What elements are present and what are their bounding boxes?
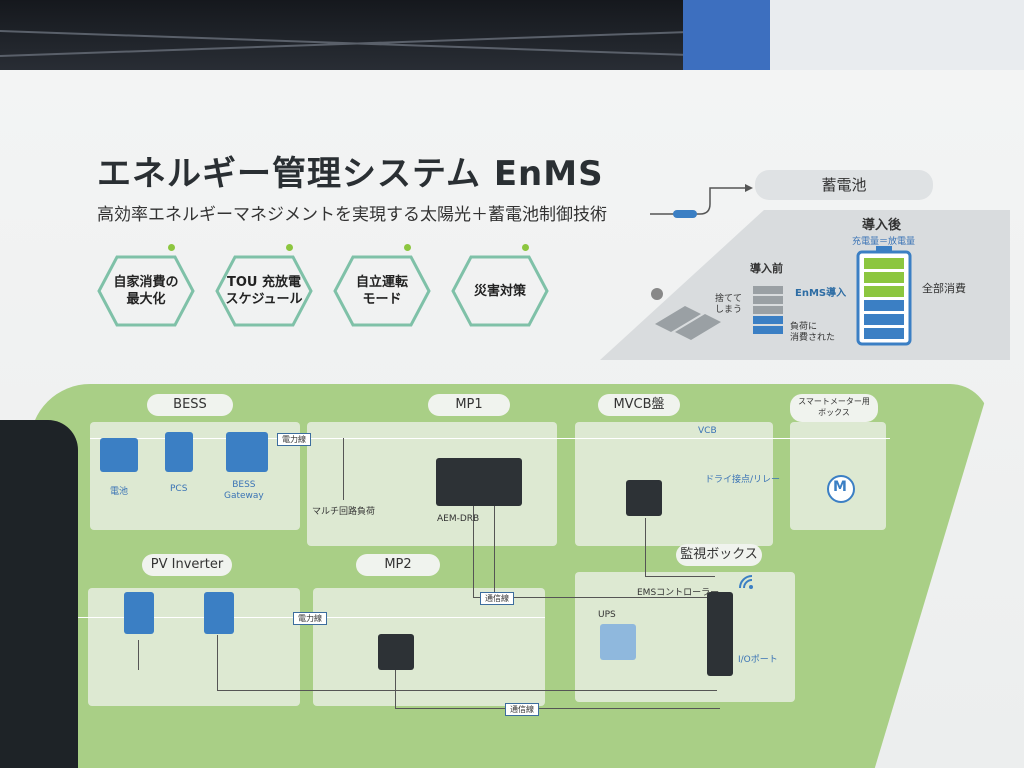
before-label: 導入前 [750,262,783,275]
ups-label: UPS [598,610,616,620]
motor-icon [827,475,855,503]
section-mp1: MP1 [428,394,510,416]
multi-load-label: マルチ回路負荷 [312,507,376,517]
comm-line [217,690,717,691]
ems-controller-icon [707,592,733,676]
power-line-top [90,438,890,439]
feature-islanding-mode: 自立運転 モード [333,255,431,327]
section-mvcb: MVCB盤 [598,394,680,416]
accent-dot [168,244,175,251]
comm-line-tag: 通信線 [505,703,539,716]
dry-contact-label: ドライ接点/リレー [705,475,781,485]
enms-arrow-label: EnMS導入 [795,288,847,299]
pv-box [88,588,300,706]
section-pv-inverter: PV Inverter [142,554,232,576]
section-monitor: 監視ボックス [676,544,762,566]
feature-self-consumption: 自家消費の 最大化 [97,255,195,327]
after-sub-label: 充電量＝放電量 [852,237,916,247]
power-line-tag: 電力線 [277,433,311,446]
feature-tou-schedule: TOU 充放電 スケジュール [215,255,313,327]
comm-line-tag: 通信線 [480,592,514,605]
battery-after-icon [856,246,912,346]
mp2-box [313,588,545,706]
hexagon-icon [215,255,313,327]
poster-title: エネルギー管理システム EnMS [97,154,604,194]
pv-inverter-icon [124,592,154,634]
connector-arrow-icon [650,184,753,218]
meter-device-icon [378,634,414,670]
power-line-tag: 電力線 [293,612,327,625]
wifi-icon [739,575,753,589]
consumed-label: 負荷に 消費された [790,322,836,343]
comm-line [217,635,218,690]
io-port-label: I/Oポート [738,655,778,665]
feature-label: TOU 充放電 スケジュール [225,275,303,307]
vcb-label: VCB [698,426,717,436]
comm-line [645,518,646,576]
pcs-icon [165,432,193,472]
battery-label: 電池 [110,487,129,497]
comm-line [473,506,474,598]
after-label: 導入後 [862,218,902,233]
bess-gateway-icon [226,432,268,472]
meter-device-icon [626,480,662,516]
battery-before-icon [753,286,783,334]
poster-subtitle: 高効率エネルギーマネジメントを実現する太陽光＋蓄電池制御技術 [97,205,607,225]
accent-dot [404,244,411,251]
discard-label: 捨てて しまう [715,294,743,315]
feature-disaster: 災害対策 [451,255,549,327]
battery-title: 蓄電池 [755,170,933,200]
section-bess: BESS [147,394,233,416]
bess-gateway-label: BESS Gateway [224,480,264,501]
person-foreground [0,420,78,768]
load-line [343,438,344,500]
comm-line [494,506,495,598]
solar-panel-icon [651,288,721,340]
hexagon-icon [451,255,549,327]
pcs-label: PCS [170,484,188,494]
section-mp2: MP2 [356,554,440,576]
feature-label: 災害対策 [473,283,526,299]
ems-controller-label: EMSコントローラー [637,588,720,598]
mvcb-box [575,422,773,546]
section-smart-meter: スマートメーター用 ボックス [790,394,878,422]
battery-rack-icon [100,438,138,472]
full-consumption-label: 全部消費 [922,282,966,295]
hexagon-icon [333,255,431,327]
comm-line [395,708,720,709]
comm-line [645,576,715,577]
comm-line [473,597,713,598]
aem-drb-device-icon [436,458,522,506]
pv-inverter-icon [204,592,234,634]
accent-dot [522,244,529,251]
feature-label: 自立運転 モード [355,275,408,307]
accent-dot [286,244,293,251]
power-line-bottom [40,617,545,618]
feature-label: 自家消費の 最大化 [113,275,179,307]
comm-line [138,640,139,670]
ups-icon [600,624,636,660]
comm-line [395,670,396,708]
motor-label: M [833,479,847,495]
aem-drb-label: AEM-DRB [437,514,480,524]
hexagon-icon [97,255,195,327]
